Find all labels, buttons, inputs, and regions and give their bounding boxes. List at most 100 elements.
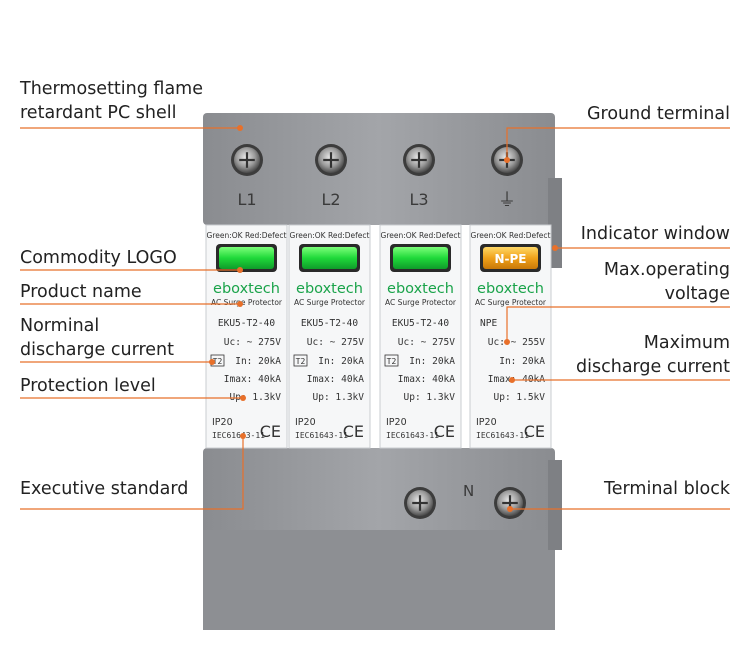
class-tag: T2 [387,357,397,366]
ce-mark: CE [524,422,545,441]
leader-dot-1 [237,125,243,131]
top-terminal-screws [231,144,523,176]
indicator-window [302,247,357,269]
spec-imax: Imax: 40kA [224,374,281,385]
leader-dot-7 [504,157,510,163]
terminal-label-1: L1 [237,190,256,209]
terminal-label-3: L3 [409,190,428,209]
standard-code: IEC61643-11 [295,431,348,440]
product-subtitle: AC Surge Protector [294,298,366,307]
product-subtitle: AC Surge Protector [385,298,457,307]
indicator-window [483,247,538,269]
leader-dot-9 [504,339,510,345]
spec-in: In: 20kA [499,356,545,367]
product-subtitle: AC Surge Protector [475,298,547,307]
spec-imax: Imax: 40kA [398,374,455,385]
spec-in: In: 20kA [409,356,455,367]
leader-dot-10 [509,377,515,383]
brand-logo: eboxtech [387,281,454,297]
bottom-screw-n [404,487,436,519]
class-tag: T2 [213,357,223,366]
standard-code: IEC61643-11 [212,431,265,440]
spec-up: Up: 1.3kV [313,392,365,403]
housing-side-right-bottom [548,460,562,550]
bottom-screw-pe [494,487,526,519]
leader-line-6 [20,436,244,510]
spec-in: In: 20kA [318,356,364,367]
spec-up: Up: 1.3kV [230,392,282,403]
leader-dot-5 [240,395,246,401]
terminal-label-2: L2 [321,190,340,209]
leader-dot-4 [209,359,215,365]
standard-code: IEC61643-11 [386,431,439,440]
callout-logo: Commodity LOGO [20,248,177,268]
spec-up: Up: 1.3kV [404,392,456,403]
spec-up: Up: 1.5kV [494,392,546,403]
spec-in: In: 20kA [235,356,281,367]
class-tag: T2 [296,357,306,366]
product-model: EKU5-T2-40 [301,318,358,329]
brand-logo: eboxtech [213,281,280,297]
leader-line-9 [506,306,730,342]
callout-product-name: Product name [20,282,142,302]
callout-executive-standard: Executive standard [20,479,189,499]
callout-indicator-window: Indicator window [580,224,730,244]
spec-imax: Imax: 40kA [307,374,364,385]
spec-uc: Uc: ~ 275V [307,337,364,348]
leader-dot-11 [507,506,513,512]
top-screw-1 [231,144,263,176]
ce-mark: CE [260,422,281,441]
product-model: NPE [480,318,497,329]
callout-max-voltage: Max.operating voltage [603,260,730,304]
brand-logo: eboxtech [477,281,544,297]
product-model: EKU5-T2-40 [392,318,449,329]
class-tag-box [384,354,399,367]
ip-rating: IP20 [295,417,316,428]
callout-ground-terminal: Ground terminal [586,104,730,124]
callout-protection-level: Protection level [20,376,156,396]
ip-rating: IP20 [386,417,407,428]
indicator-legend: Green:OK Red:Defect [381,231,461,240]
callout-nominal-discharge: Norminal discharge current [20,316,174,360]
ip-rating: IP20 [476,417,497,428]
standard-code: IEC61643-11 [476,431,529,440]
callout-leader-lines [20,127,730,510]
top-screw-3 [403,144,435,176]
ce-mark: CE [434,422,455,441]
spec-uc: Uc: ~ 275V [224,337,281,348]
product-subtitle: AC Surge Protector [211,298,283,307]
product-model: EKU5-T2-40 [218,318,275,329]
callout-leader-dots [209,125,558,512]
ce-mark: CE [343,422,364,441]
top-terminal-labels: L1 L2 L3 ⏚ [237,190,516,211]
spec-uc: Uc: ~ 255V [488,337,545,348]
leader-dot-8 [552,245,558,251]
callout-shell: Thermosetting flame retardant PC shell [20,79,203,123]
indicator-legend: Green:OK Red:Defect [290,231,370,240]
leader-dot-6 [240,433,246,439]
ip-rating: IP20 [212,417,233,428]
leader-dot-2 [237,267,243,273]
housing-top [203,113,555,225]
indicator-window [393,247,448,269]
ground-symbol-icon: ⏚ [498,190,516,211]
callout-terminal-block: Terminal block [604,479,730,499]
indicator-label: N-PE [494,252,526,266]
class-tag-box [293,354,308,367]
neutral-label: N [463,482,474,500]
indicator-legend: Green:OK Red:Defect [471,231,551,240]
top-screw-2 [315,144,347,176]
indicator-window [219,247,274,269]
callout-max-discharge: Maximum discharge current [576,333,730,377]
leader-line-7 [506,127,730,160]
indicator-legend: Green:OK Red:Defect [207,231,287,240]
spec-uc: Uc: ~ 275V [398,337,455,348]
brand-logo: eboxtech [296,281,363,297]
